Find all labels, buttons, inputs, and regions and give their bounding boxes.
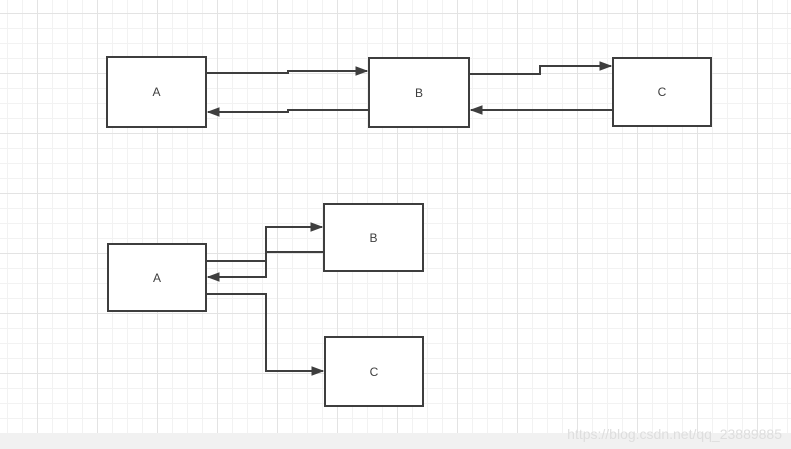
node-top-c[interactable]: C (612, 57, 712, 127)
edge-top-b-to-top-a[interactable] (208, 110, 368, 112)
node-top-b[interactable]: B (368, 57, 470, 128)
node-label: C (369, 364, 379, 379)
edge-top-b-to-top-c[interactable] (470, 66, 611, 75)
node-bottom-a[interactable]: A (107, 243, 207, 312)
node-label: B (369, 230, 378, 245)
node-top-a[interactable]: A (106, 56, 207, 128)
node-label: C (657, 85, 667, 99)
edge-top-a-to-top-b[interactable] (207, 71, 367, 73)
node-bottom-c[interactable]: C (324, 336, 424, 407)
edge-bottom-a-to-bottom-b[interactable] (207, 227, 322, 262)
edge-bottom-b-to-bottom-a[interactable] (208, 251, 323, 277)
node-bottom-b[interactable]: B (323, 203, 424, 272)
node-label: A (152, 85, 161, 99)
edge-bottom-a-to-bottom-c[interactable] (207, 293, 323, 371)
node-label: A (152, 270, 161, 285)
node-label: B (414, 85, 423, 100)
watermark: https://blog.csdn.net/qq_23889885 (567, 426, 782, 442)
horizontal-scrollbar[interactable] (0, 433, 791, 449)
